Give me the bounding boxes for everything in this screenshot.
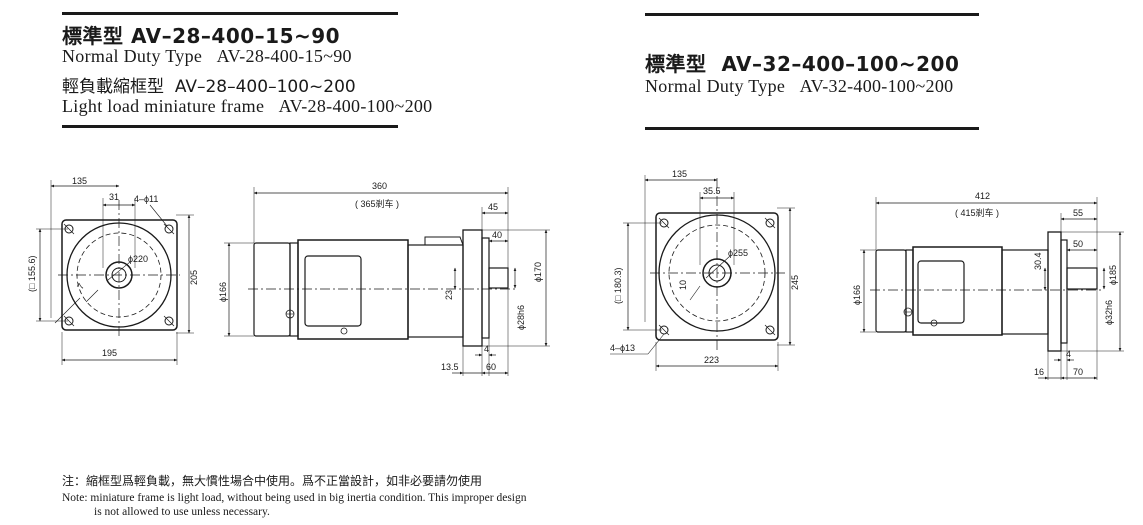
left-light-load-label: Light load miniature frame [62,96,265,116]
left-front-view [36,180,194,365]
right-side-d70: 70 [1073,367,1083,377]
right-heading: 標準型 AV–32–400–100~200 [645,48,959,77]
right-bottom-rule [645,127,979,130]
left-front-labels: 135 31 4–ϕ11 ϕ220 7 205 195 (□ 155.6) [27,176,199,358]
left-front-holes: 4–ϕ11 [134,194,158,204]
right-side-d16: 16 [1034,367,1044,377]
left-side-view [224,187,550,376]
left-normal-duty-label: Normal Duty Type [62,46,203,66]
right-heading-model: AV–32–400–100~200 [721,52,960,76]
left-heading-model: AV–28–400–15~90 [130,24,341,48]
left-front-height: 205 [189,270,199,285]
left-front-dim-7: 7 [75,282,86,291]
right-normal-duty-line: Normal Duty Type AV-32-400-100~200 [645,76,953,97]
left-side-d166: ϕ166 [218,282,228,302]
right-front-dim-35-5: 35.5 [703,186,721,196]
left-heading-prefix: 標準型 [62,24,124,48]
left-side-d23: 23 [444,290,454,300]
note-chinese: 注：縮框型爲輕負載，無大慣性場合中使用。爲不正當設計，如非必要請勿使用 [62,474,483,488]
left-side-length: 360 [372,181,387,191]
left-light-load-cn-prefix: 輕負載縮框型 [62,77,164,97]
right-side-shaft: ϕ32h6 [1104,300,1114,325]
right-side-d50: 50 [1073,239,1083,249]
left-front-square: (□ 155.6) [27,256,37,292]
right-front-dim-135: 135 [672,169,687,179]
note-english-line1: Note: miniature frame is light load, wit… [62,492,527,504]
left-top-rule [62,12,398,15]
right-side-d4: 4 [1066,349,1071,359]
note-english: Note: miniature frame is light load, wit… [62,491,662,519]
right-side-view [860,197,1124,380]
right-heading-prefix: 標準型 [645,52,707,76]
right-side-d185: ϕ185 [1108,265,1118,285]
left-side-d45: 45 [488,202,498,212]
right-side-brake: ( 415剎车 ) [955,207,999,218]
left-side-d170: ϕ170 [533,262,543,282]
right-front-view [610,175,795,371]
right-top-rule [645,13,979,16]
right-side-length: 412 [975,191,990,201]
left-normal-duty-line: Normal Duty Type AV-28-400-15~90 [62,46,352,67]
left-normal-duty-model: AV-28-400-15~90 [216,46,352,66]
note-english-line2: is not allowed to use unless necessary. [94,506,270,518]
left-side-shaft: ϕ28h6 [516,305,526,330]
left-front-width: 195 [102,348,117,358]
left-side-d4: 4 [484,344,489,354]
left-side-labels: 360 ( 365剎车 ) 45 40 ϕ166 ϕ170 23 ϕ28h6 4… [218,181,543,372]
left-side-brake: ( 365剎车 ) [355,198,399,209]
left-light-load-cn-model: AV–28–400–100~200 [174,77,356,97]
left-side-d40: 40 [492,230,502,240]
right-side-d30-4: 30.4 [1033,252,1043,270]
left-light-load-line: Light load miniature frame AV-28-400-100… [62,96,433,117]
right-side-labels: 412 ( 415剎车 ) 55 50 30.4 ϕ166 ϕ185 ϕ32h6… [852,191,1118,377]
right-front-labels: 135 35.5 ϕ255 10 245 223 (□ 180.3) 4–ϕ13 [610,169,800,365]
right-front-dim-10: 10 [678,280,688,290]
left-heading: 標準型 AV–28–400–15~90 [62,20,340,49]
right-front-holes: 4–ϕ13 [610,343,635,353]
left-front-dim-31: 31 [109,192,119,202]
right-front-square: (□ 180.3) [613,268,623,304]
right-normal-duty-label: Normal Duty Type [645,76,786,96]
left-side-d60: 60 [486,362,496,372]
left-bottom-rule [62,125,398,128]
right-normal-duty-model: AV-32-400-100~200 [799,76,954,96]
left-light-load-model: AV-28-400-100~200 [278,96,433,116]
left-light-load-cn-line: 輕負載縮框型 AV–28–400–100~200 [62,72,356,97]
right-front-pcd: ϕ255 [728,248,748,258]
left-front-pcd: ϕ220 [128,254,148,264]
right-side-d166: ϕ166 [852,285,862,305]
right-side-d55: 55 [1073,208,1083,218]
right-front-width: 223 [704,355,719,365]
left-side-d13-5: 13.5 [441,362,459,372]
left-front-dim-135: 135 [72,176,87,186]
right-front-height: 245 [790,275,800,290]
